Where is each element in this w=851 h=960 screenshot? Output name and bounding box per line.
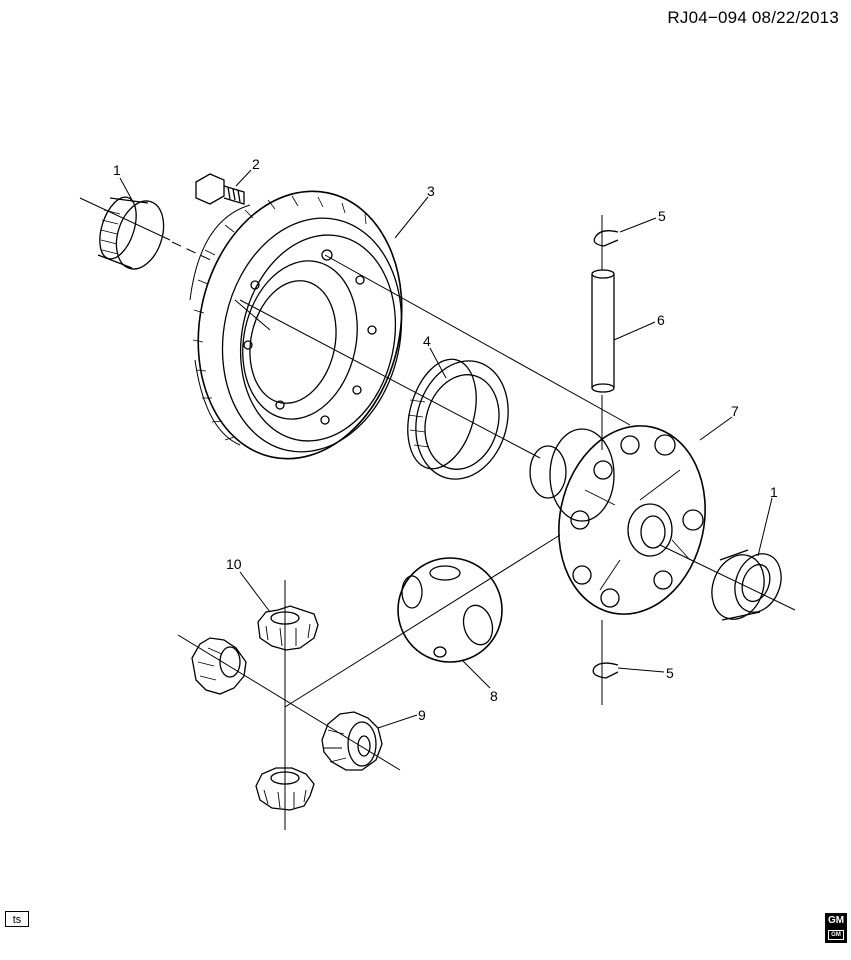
callout-6-pin: 6 [657,312,665,328]
gm-logo-text: GM [827,915,845,926]
callout-8-insert: 8 [490,688,498,704]
callout-1-bearing-right: 1 [770,484,778,500]
callout-5-clip-top: 5 [658,208,666,224]
drawing-id: RJ04−094 08/22/2013 [667,8,839,27]
ts-button[interactable]: ts [5,911,29,927]
callout-3-ring-gear: 3 [427,183,435,199]
clip-top [593,230,619,247]
side-gear-top [257,605,319,651]
differential-case [529,425,706,615]
callout-9-gear: 9 [418,707,426,723]
callout-2-bolt: 2 [252,156,260,172]
gm-logo-subtext: GM [828,930,844,940]
side-gear-left [191,637,247,695]
callout-10-gear: 10 [226,556,242,572]
gm-logo: GM GM [825,913,847,943]
callout-1-bearing-left: 1 [113,162,121,178]
callout-4-bearing: 4 [423,333,431,349]
leader-lines [119,169,773,729]
bearing-right [711,549,782,621]
bearing-ring [407,358,509,480]
pinion-pin [591,269,615,393]
axis-lines [79,197,796,830]
bolt [195,173,245,205]
callout-5-clip-bottom: 5 [666,665,674,681]
clip-bottom [592,662,619,679]
side-gear-right [321,711,383,771]
case-insert [397,557,503,663]
callout-7-case: 7 [731,403,739,419]
side-gear-bottom [255,767,315,811]
ring-gear [189,190,403,460]
bearing-left [97,196,165,270]
